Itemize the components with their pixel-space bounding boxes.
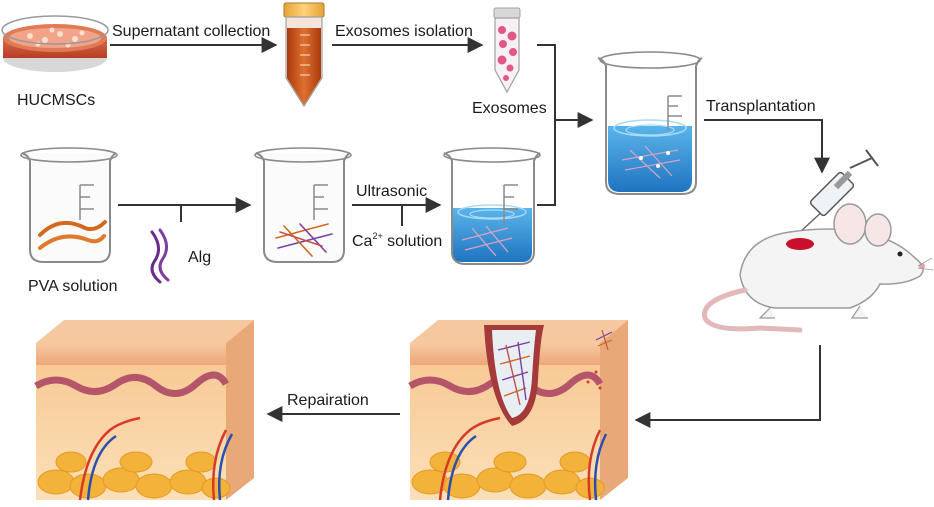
beaker-icon	[443, 147, 541, 265]
arrow-to-wound	[634, 345, 821, 428]
exosomes-label: Exosomes	[472, 100, 547, 117]
exosome-tube-icon	[493, 7, 521, 94]
transplantation-label: Transplantation	[706, 98, 816, 115]
alg-strands-icon	[150, 228, 170, 284]
skin-block-icon	[34, 320, 254, 501]
beaker-icon	[20, 147, 118, 263]
ca-solution-label: Ca2+ solution	[352, 231, 442, 250]
connector-exosomes	[537, 44, 556, 120]
skin-block-icon	[408, 320, 628, 501]
pva-solution-label: PVA solution	[28, 278, 118, 295]
supernatant-collection-label: Supernatant collection	[112, 23, 270, 40]
alg-label: Alg	[188, 249, 211, 266]
ca-base: Ca	[352, 233, 373, 250]
ca-solution-text: solution	[383, 233, 443, 250]
arrow-transplantation	[704, 119, 830, 174]
centrifuge-tube-icon	[283, 2, 325, 108]
mouse-icon	[702, 203, 934, 333]
repairation-label: Repairation	[287, 392, 369, 409]
ca-superscript: 2+	[372, 231, 382, 241]
beaker-icon	[597, 51, 703, 195]
petri-dish-icon	[1, 15, 109, 72]
hucmscs-label: HUCMSCs	[17, 92, 95, 109]
beaker-icon	[254, 147, 352, 263]
syringe-icon	[799, 149, 879, 233]
exosomes-isolation-label: Exosomes isolation	[335, 23, 473, 40]
connector-hydrogel	[537, 120, 556, 206]
ultrasonic-label: Ultrasonic	[356, 183, 427, 200]
